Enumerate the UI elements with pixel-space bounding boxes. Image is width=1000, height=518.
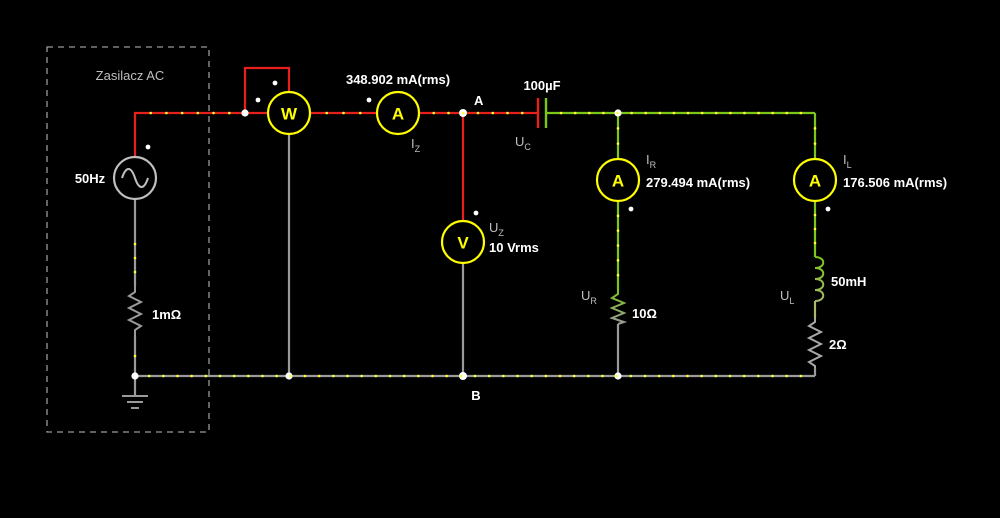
ac-source[interactable]	[112, 155, 158, 201]
svg-text:IR: IR	[646, 152, 657, 170]
capacitor[interactable]	[536, 98, 548, 128]
resistor-r-label-sub: R	[590, 296, 597, 306]
ammeter-inductor-branch[interactable]: A	[792, 157, 838, 203]
source-frequency: 50Hz	[75, 171, 106, 186]
svg-text:UC: UC	[515, 134, 531, 152]
ammeter-l-reading: 176.506 mA(rms)	[843, 175, 947, 190]
wires-mid-potential	[547, 111, 817, 290]
voltmeter-label-sub: Z	[498, 228, 504, 238]
resistor-10-ohm[interactable]	[609, 290, 628, 325]
svg-text:IL: IL	[843, 152, 852, 170]
inductor[interactable]	[814, 256, 825, 302]
resistor-r-label: U	[581, 288, 590, 303]
resistor-l-value: 2Ω	[829, 337, 847, 352]
voltmeter-label: U	[489, 220, 498, 235]
inductor-label: U	[780, 288, 789, 303]
ammeter-l-label-sub: L	[847, 160, 852, 170]
resistor-2-ohm[interactable]	[806, 318, 824, 368]
supply-title: Zasilacz AC	[96, 68, 165, 83]
ammeter-total-current[interactable]: A	[375, 90, 421, 136]
wattmeter-symbol: W	[281, 105, 298, 124]
current-flow-dots	[133, 111, 817, 378]
sine-wave-icon	[121, 168, 149, 188]
resistor-r-value: 10Ω	[632, 306, 657, 321]
inductor-value: 50mH	[831, 274, 866, 289]
svg-text:UL: UL	[780, 288, 794, 306]
node-b-junction	[459, 372, 467, 380]
svg-text:UZ: UZ	[489, 220, 504, 238]
voltmeter-reading: 10 Vrms	[489, 240, 539, 255]
node-b-label: B	[471, 388, 480, 403]
ammeter-r-symbol: A	[612, 172, 624, 191]
voltmeter[interactable]: V	[440, 219, 486, 265]
wires-ground	[133, 134, 817, 396]
capacitor-value: 100µF	[523, 78, 560, 93]
ammeter-z-label-sub: Z	[415, 144, 421, 154]
svg-text:UR: UR	[581, 288, 597, 306]
ammeter-r-reading: 279.494 mA(rms)	[646, 175, 750, 190]
internal-resistor[interactable]	[126, 286, 144, 336]
wires-high-potential	[133, 66, 537, 221]
svg-text:IZ: IZ	[411, 136, 421, 154]
wattmeter[interactable]: W	[266, 90, 312, 136]
ammeter-r-label: I	[646, 152, 650, 167]
junctions	[131, 109, 622, 380]
ammeter-z-reading: 348.902 mA(rms)	[346, 72, 450, 87]
power-supply-box	[46, 46, 210, 433]
voltmeter-symbol: V	[457, 234, 469, 253]
inductor-label-sub: L	[789, 296, 794, 306]
ammeter-resistor-branch[interactable]: A	[595, 157, 641, 203]
node-a-label: A	[474, 93, 484, 108]
ammeter-z-symbol: A	[392, 105, 404, 124]
ammeter-l-label: I	[843, 152, 847, 167]
internal-resistor-value: 1mΩ	[152, 307, 181, 322]
ground-symbol	[122, 395, 148, 409]
capacitor-label: U	[515, 134, 524, 149]
ammeter-r-label-sub: R	[650, 160, 657, 170]
capacitor-label-sub: C	[524, 142, 531, 152]
ammeter-z-label: I	[411, 136, 415, 151]
ammeter-l-symbol: A	[809, 172, 821, 191]
